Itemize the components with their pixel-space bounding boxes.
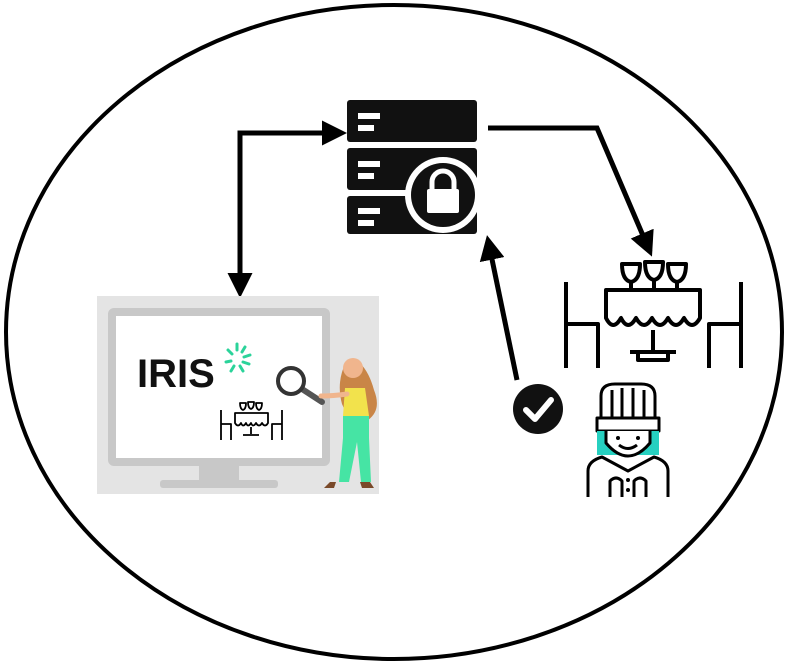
check-badge-icon [513, 384, 563, 434]
small-restaurant-table-icon [220, 401, 283, 440]
iris-logo: IRIS [137, 342, 252, 396]
iris-sparkle-icon [224, 342, 252, 373]
arrow-chef-server [479, 235, 520, 381]
server-lock-icon [347, 100, 481, 234]
arrow-monitor-server [227, 120, 347, 298]
person-illustration [318, 358, 377, 488]
restaurant-table-icon [564, 260, 743, 368]
system-boundary-ellipse [4, 3, 784, 661]
magnifier-icon [276, 366, 325, 405]
arrow-server-restaurant [488, 125, 654, 257]
iris-logo-text: IRIS [137, 352, 215, 396]
chef-icon [586, 382, 670, 497]
